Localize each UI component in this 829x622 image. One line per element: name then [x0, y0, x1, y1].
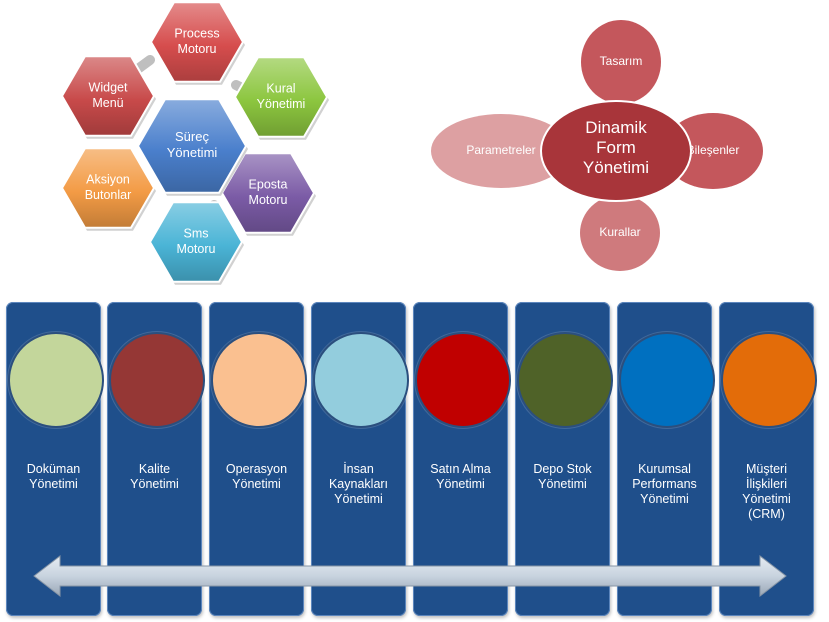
module-insan: İnsan Kaynakları Yönetimi	[311, 302, 409, 616]
module-kalite-circle	[109, 332, 205, 428]
module-depo-label: Depo Stok Yönetimi	[533, 462, 592, 491]
module-dokuman-label: Doküman Yönetimi	[26, 462, 81, 491]
petal-tasarim-label: Tasarım	[600, 54, 643, 68]
petal-bilesenler-label: Bileşenler	[687, 143, 740, 157]
petal-kurallar: Kurallar	[580, 195, 660, 271]
module-satin-circle	[415, 332, 511, 428]
module-depo-circle	[517, 332, 613, 428]
module-musteri-label: Müşteri İlişkileri Yönetimi (CRM)	[742, 462, 791, 521]
module-operasyon-label: Operasyon Yönetimi	[225, 462, 288, 491]
module-dokuman: Doküman Yönetimi	[6, 302, 104, 616]
module-operasyon-circle	[211, 332, 307, 428]
module-musteri-circle	[721, 332, 817, 428]
module-kalite: Kalite Yönetimi	[107, 302, 205, 616]
module-satin-label: Satın Alma Yönetimi	[430, 462, 491, 491]
module-kalite-label: Kalite Yönetimi	[130, 462, 179, 491]
petal-parametreler-label: Parametreler	[466, 143, 535, 157]
petal-tasarim: Tasarım	[581, 20, 661, 104]
petal-kurallar-label: Kurallar	[599, 225, 640, 239]
module-insan-label: İnsan Kaynakları Yönetimi	[328, 462, 389, 506]
module-dokuman-circle	[8, 332, 104, 428]
module-kurumsal-label: Kurumsal Performans Yönetimi	[632, 462, 697, 506]
module-kurumsal-circle	[619, 332, 715, 428]
petal-bilesenler: Bileşenler	[663, 113, 763, 189]
module-insan-circle	[313, 332, 409, 428]
petal-parametreler: Parametreler	[431, 114, 571, 188]
module-operasyon: Operasyon Yönetimi	[209, 302, 307, 616]
module-kurumsal: Kurumsal Performans Yönetimi	[617, 302, 715, 616]
module-satin: Satın Alma Yönetimi	[413, 302, 511, 616]
module-depo: Depo Stok Yönetimi	[515, 302, 613, 616]
module-musteri: Müşteri İlişkileri Yönetimi (CRM)	[719, 302, 817, 616]
